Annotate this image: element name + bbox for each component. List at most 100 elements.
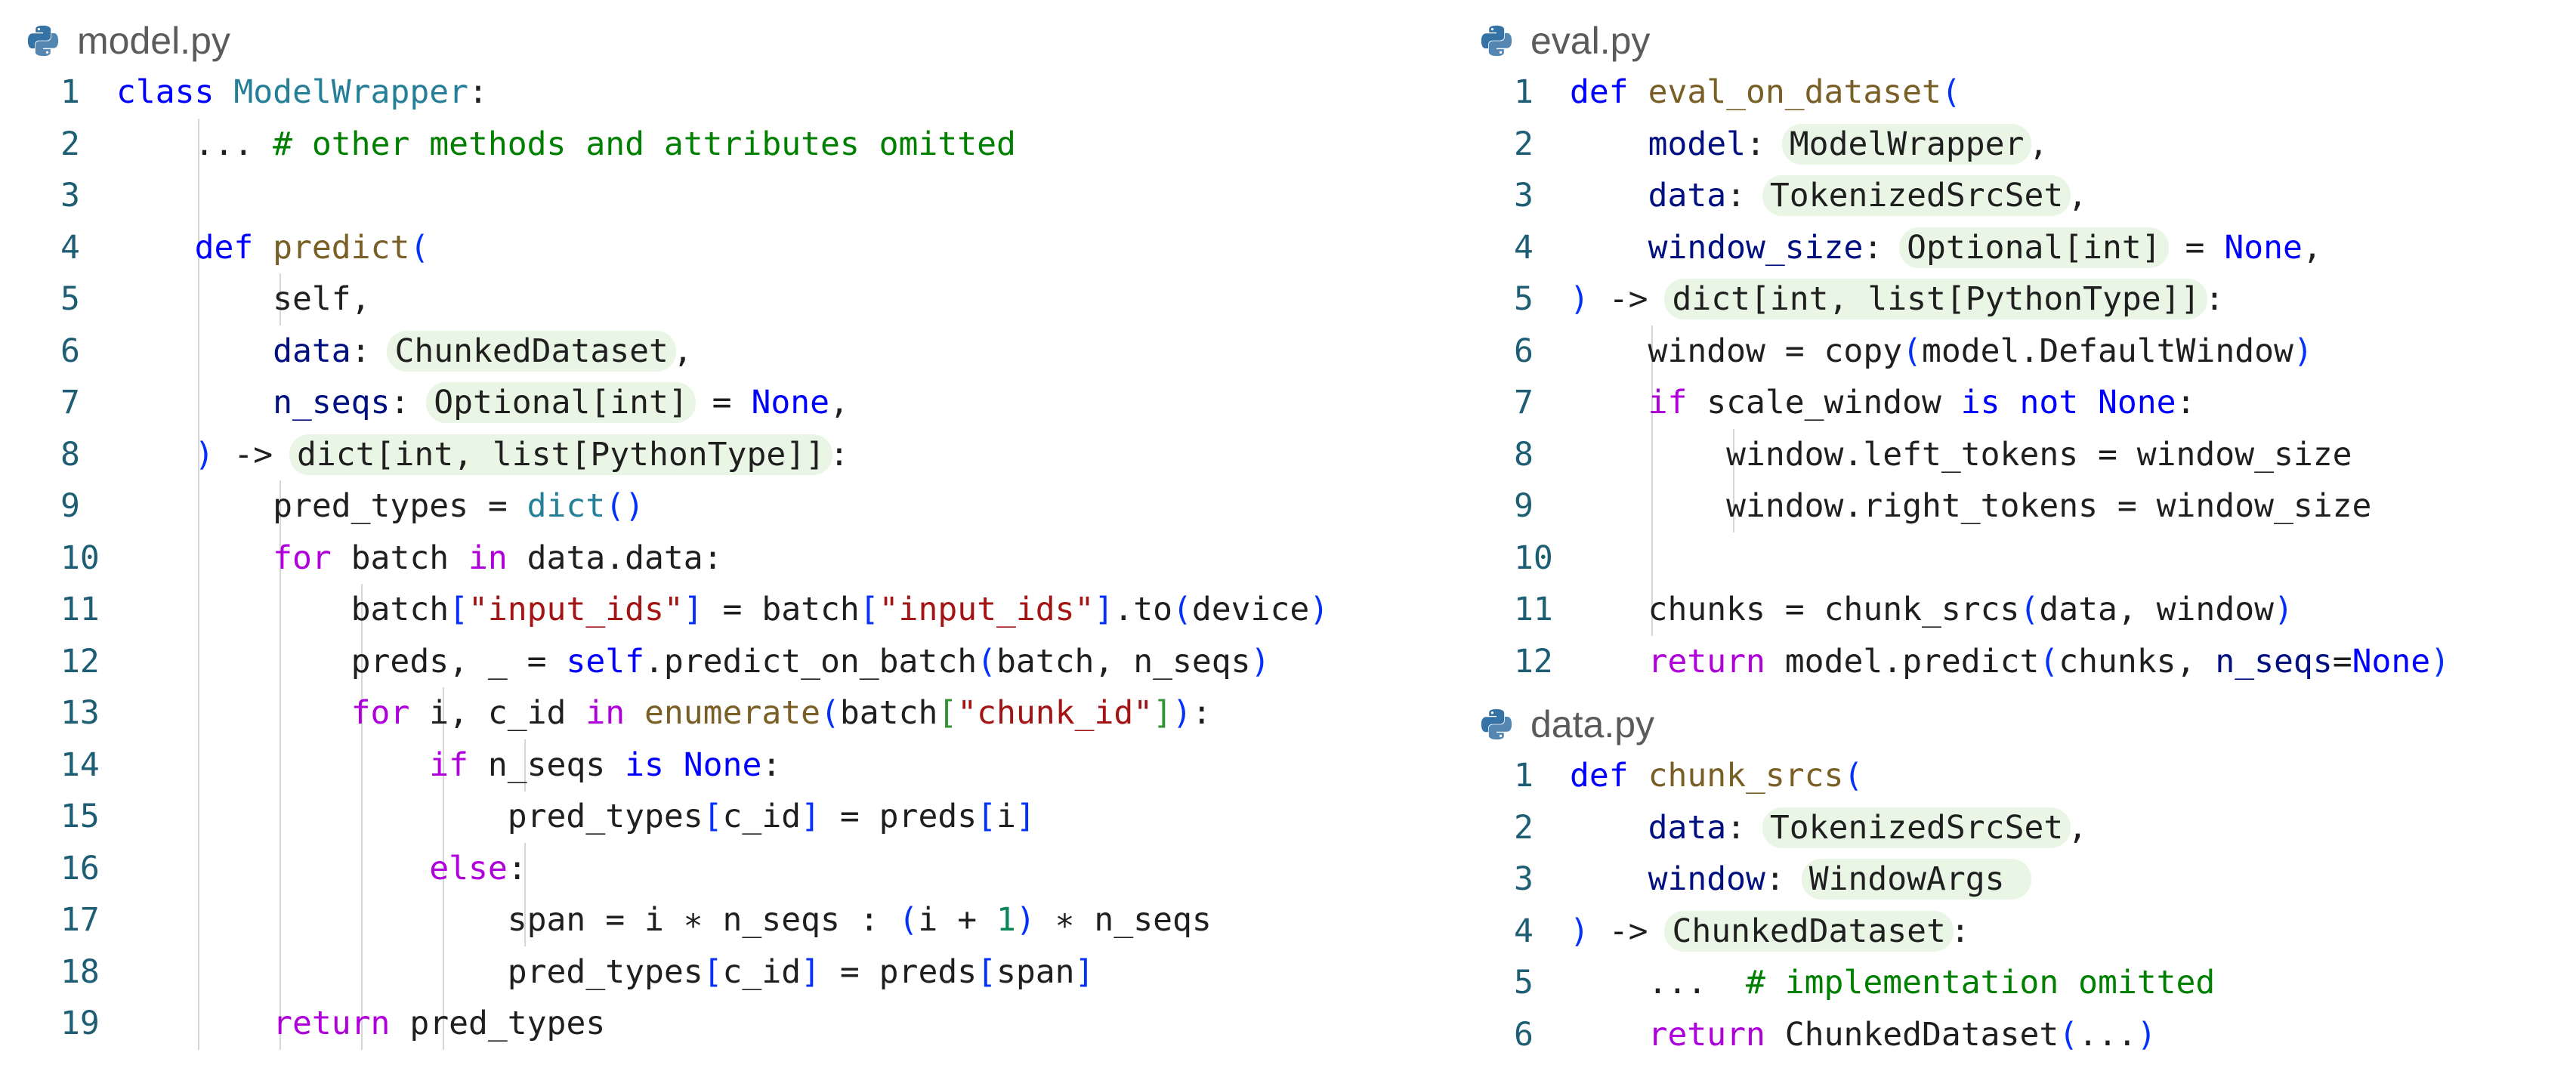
code-line[interactable]: 12 return model.predict(chunks, n_seqs=N…	[1479, 636, 2567, 688]
code-line[interactable]: 11 chunks = chunk_srcs(data, window)	[1479, 584, 2567, 636]
code-line[interactable]: 18 pred_types[c_id] = preds[span]	[26, 946, 1461, 998]
code-token	[116, 850, 429, 887]
code-token	[2078, 384, 2098, 421]
code-line[interactable]: 19 return pred_types	[26, 998, 1461, 1050]
code-line[interactable]: 6 return ChunkedDataset(...)	[1479, 1009, 2567, 1061]
code-text: else:	[116, 850, 527, 887]
file-title-eval-py[interactable]: eval.py	[1479, 15, 2567, 66]
code-text: def chunk_srcs(	[1570, 757, 1863, 795]
line-number: 4	[1514, 228, 1534, 267]
indent-guide	[524, 843, 526, 946]
code-line[interactable]: 17 span = i ∗ n_seqs : (i + 1) ∗ n_seqs	[26, 894, 1461, 946]
code-token: ,	[672, 332, 693, 370]
code-token: c_id	[722, 798, 802, 836]
code-line[interactable]: 2 model: ModelWrapper,	[1479, 119, 2567, 171]
code-token: (	[409, 228, 430, 267]
code-token: ChunkedDataset	[1765, 1015, 2059, 1054]
line-number: 11	[60, 591, 100, 629]
type-highlight: ChunkedDataset	[1664, 910, 1954, 952]
code-token: predict	[273, 228, 410, 267]
code-text: window = copy(model.DefaultWindow)	[1570, 332, 2313, 370]
code-line[interactable]: 2 data: TokenizedSrcSet,	[1479, 802, 2567, 854]
code-token: ]	[1094, 591, 1114, 629]
code-line[interactable]: 6 window = copy(model.DefaultWindow)	[1479, 326, 2567, 378]
code-line[interactable]: 4) -> ChunkedDataset:	[1479, 906, 2567, 958]
indent-guide	[280, 273, 281, 326]
code-token	[1570, 860, 1648, 898]
type-highlight: WindowArgs	[1801, 859, 2032, 900]
code-token: None	[751, 384, 830, 422]
line-number: 14	[60, 745, 100, 784]
code-line[interactable]: 15 pred_types[c_id] = preds[i]	[26, 791, 1461, 843]
code-line[interactable]: 8 window.left_tokens = window_size	[1479, 429, 2567, 481]
code-line[interactable]: 5 ... # implementation omitted	[1479, 957, 2567, 1009]
code-token: batch, n_seqs	[996, 642, 1251, 681]
code-line[interactable]: 3	[26, 170, 1461, 222]
type-highlight: dict[int, list[PythonType]]	[1664, 279, 2208, 320]
code-token: (	[1941, 73, 1961, 112]
code-line[interactable]: 4 window_size: Optional[int] = None,	[1479, 222, 2567, 274]
code-token: ∗ n_seqs	[1035, 901, 1212, 940]
code-token: not	[2019, 384, 2079, 422]
file-title-data-py[interactable]: data.py	[1479, 699, 2567, 750]
code-text: class ModelWrapper:	[116, 73, 488, 111]
code-token: :	[1726, 177, 1765, 215]
code-token: [	[703, 952, 723, 991]
code-token: =	[692, 384, 752, 422]
code-token: for	[273, 539, 332, 577]
code-token: = preds	[820, 798, 978, 836]
file-title-model-py[interactable]: model.py	[26, 15, 1461, 66]
code-token: None	[683, 745, 762, 784]
code-token: ...	[2078, 1015, 2137, 1054]
line-number: 3	[1514, 177, 1534, 215]
code-token: scale_window	[1687, 384, 1961, 422]
code-token: (	[2019, 591, 2040, 629]
line-number: 5	[1514, 280, 1534, 319]
code-token: :	[761, 745, 782, 784]
type-highlight: TokenizedSrcSet	[1762, 175, 2071, 217]
line-number: 5	[60, 280, 80, 319]
code-token: :	[2204, 280, 2225, 319]
code-token: pred_types	[116, 952, 703, 991]
code-token: return	[1648, 642, 1765, 681]
code-token: ModelWrapper	[233, 73, 469, 112]
code-token: ]	[801, 798, 820, 836]
code-token: dict	[527, 487, 606, 526]
code-line[interactable]: 16 else:	[26, 843, 1461, 895]
code-token: self,	[116, 280, 371, 319]
code-token: window	[1648, 860, 1765, 899]
code-line[interactable]: 7 if scale_window is not None:	[1479, 377, 2567, 429]
code-text: return model.predict(chunks, n_seqs=None…	[1570, 643, 2450, 681]
code-line[interactable]: 5 self,	[26, 273, 1461, 326]
code-line[interactable]: 2 ... # other methods and attributes omi…	[26, 119, 1461, 171]
code-line[interactable]: 7 n_seqs: Optional[int] = None,	[26, 377, 1461, 429]
line-number: 11	[1514, 591, 1553, 629]
code-line[interactable]: 3 data: TokenizedSrcSet,	[1479, 170, 2567, 222]
code-line[interactable]: 10	[1479, 532, 2567, 585]
code-line[interactable]: 3 window: WindowArgs	[1479, 853, 2567, 906]
code-line[interactable]: 13 for i, c_id in enumerate(batch["chunk…	[26, 687, 1461, 739]
code-line[interactable]: 10 for batch in data.data:	[26, 532, 1461, 585]
code-text: if scale_window is not None:	[1570, 384, 2196, 422]
code-line[interactable]: 8 ) -> dict[int, list[PythonType]]:	[26, 429, 1461, 481]
code-line[interactable]: 12 preds, _ = self.predict_on_batch(batc…	[26, 636, 1461, 688]
code-token: data.data:	[507, 539, 723, 577]
code-text: return pred_types	[116, 1005, 605, 1042]
code-line[interactable]: 4 def predict(	[26, 222, 1461, 274]
code-token: # other methods and attributes omitted	[273, 125, 1016, 163]
code-line[interactable]: 6 data: ChunkedDataset,	[26, 326, 1461, 378]
code-line[interactable]: 9 window.right_tokens = window_size	[1479, 480, 2567, 532]
line-number: 3	[60, 177, 80, 215]
code-line[interactable]: 5) -> dict[int, list[PythonType]]:	[1479, 273, 2567, 326]
code-token: )	[194, 435, 215, 474]
code-line[interactable]: 11 batch["input_ids"] = batch["input_ids…	[26, 584, 1461, 636]
code-line[interactable]: 14 if n_seqs is None:	[26, 739, 1461, 792]
code-token: :	[829, 435, 849, 474]
code-line[interactable]: 9 pred_types = dict()	[26, 480, 1461, 532]
